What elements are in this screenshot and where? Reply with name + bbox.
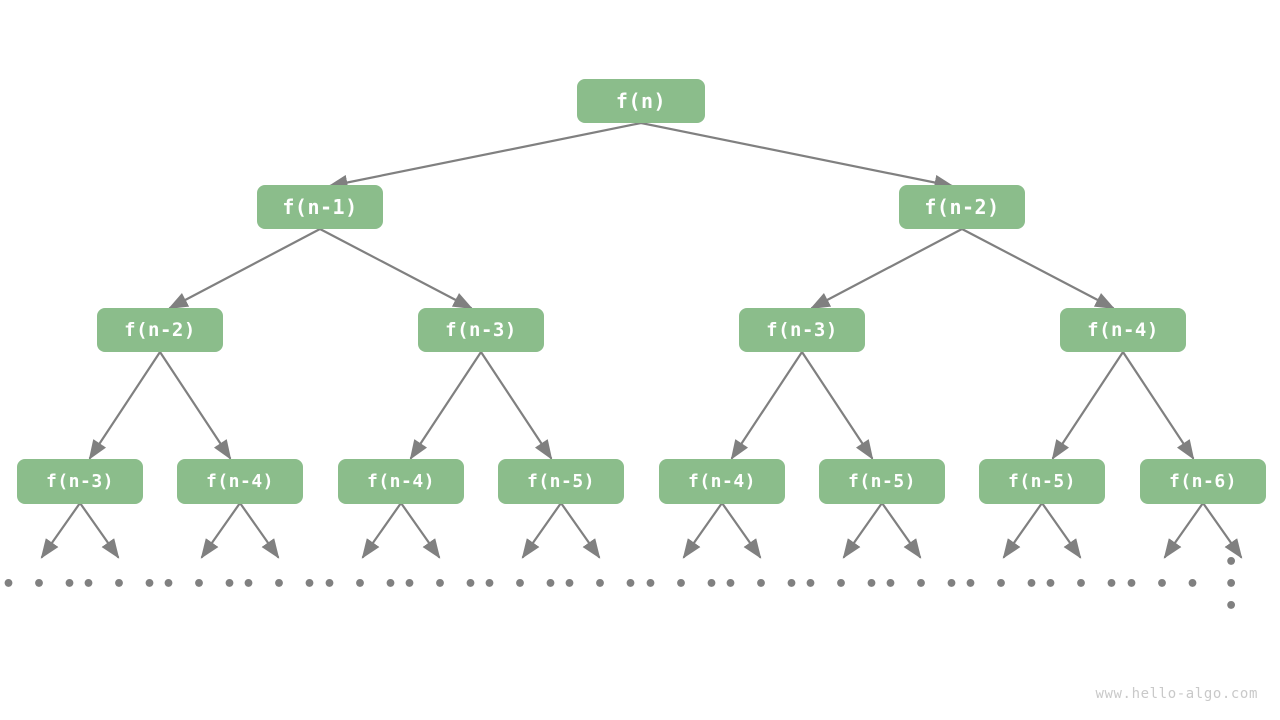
tree-edge <box>78 501 120 559</box>
tree-node: f(n-5) <box>979 458 1105 504</box>
tree-edge <box>1002 501 1044 559</box>
tree-node: f(n-4) <box>659 458 785 504</box>
ellipsis-marker: • • • <box>402 572 480 597</box>
tree-edge <box>1121 350 1195 460</box>
tree-edge <box>800 350 874 460</box>
ellipsis-marker: • • • <box>562 572 640 597</box>
tree-edge <box>682 501 724 559</box>
ellipsis-marker: • • • <box>643 572 721 597</box>
ellipsis-marker: • • • <box>1 572 79 597</box>
tree-edge <box>521 501 563 559</box>
tree-edge <box>1051 350 1125 460</box>
ellipsis-marker: • • • <box>1124 572 1202 597</box>
tree-node: f(n-3) <box>17 458 143 504</box>
tree-edge <box>409 350 483 460</box>
tree-edge <box>1040 501 1082 559</box>
ellipsis-marker: • • • <box>161 572 239 597</box>
tree-edge <box>399 501 441 559</box>
tree-edge <box>960 227 1115 310</box>
tree-edge <box>842 501 884 559</box>
tree-node: f(n-3) <box>739 308 865 352</box>
ellipsis-marker: • • • <box>482 572 560 597</box>
tree-edge <box>318 227 473 310</box>
tree-node: f(n-4) <box>177 458 303 504</box>
ellipsis-marker: • • • <box>883 572 961 597</box>
ellipsis-marker: • • • <box>241 572 319 597</box>
tree-node: f(n-2) <box>899 185 1025 229</box>
ellipsis-marker: • • • <box>803 572 881 597</box>
tree-edge <box>168 227 322 310</box>
ellipsis-marker: • • • <box>81 572 159 597</box>
ellipsis-marker: • • • <box>1043 572 1121 597</box>
tree-edge <box>1201 501 1243 559</box>
tree-edge <box>479 350 553 460</box>
tree-edge <box>730 350 804 460</box>
tree-edge <box>200 501 242 559</box>
tree-node: f(n-6) <box>1140 458 1266 504</box>
tree-node: f(n-2) <box>97 308 223 352</box>
tree-edge <box>1163 501 1205 559</box>
tree-node: f(n-5) <box>819 458 945 504</box>
tree-edge <box>361 501 403 559</box>
ellipsis-marker: • • • <box>322 572 400 597</box>
tree-node: f(n-4) <box>338 458 464 504</box>
tree-edge <box>559 501 601 559</box>
tree-node: f(n-5) <box>498 458 624 504</box>
tree-edge <box>720 501 762 559</box>
watermark: www.hello-algo.com <box>1095 686 1258 702</box>
ellipsis-marker: • • • <box>723 572 801 597</box>
tree-edge <box>88 350 162 460</box>
tree-edge <box>40 501 82 559</box>
ellipsis-marker: • • • <box>1224 550 1240 619</box>
tree-edge <box>880 501 922 559</box>
tree-edge <box>158 350 232 460</box>
tree-edge <box>639 121 955 191</box>
ellipsis-marker: • • • <box>963 572 1041 597</box>
tree-node: f(n-3) <box>418 308 544 352</box>
tree-node: f(n) <box>577 79 705 123</box>
tree-node: f(n-1) <box>257 185 383 229</box>
tree-edge <box>238 501 280 559</box>
tree-node: f(n-4) <box>1060 308 1186 352</box>
tree-edge <box>810 227 964 310</box>
tree-edge <box>327 121 643 191</box>
